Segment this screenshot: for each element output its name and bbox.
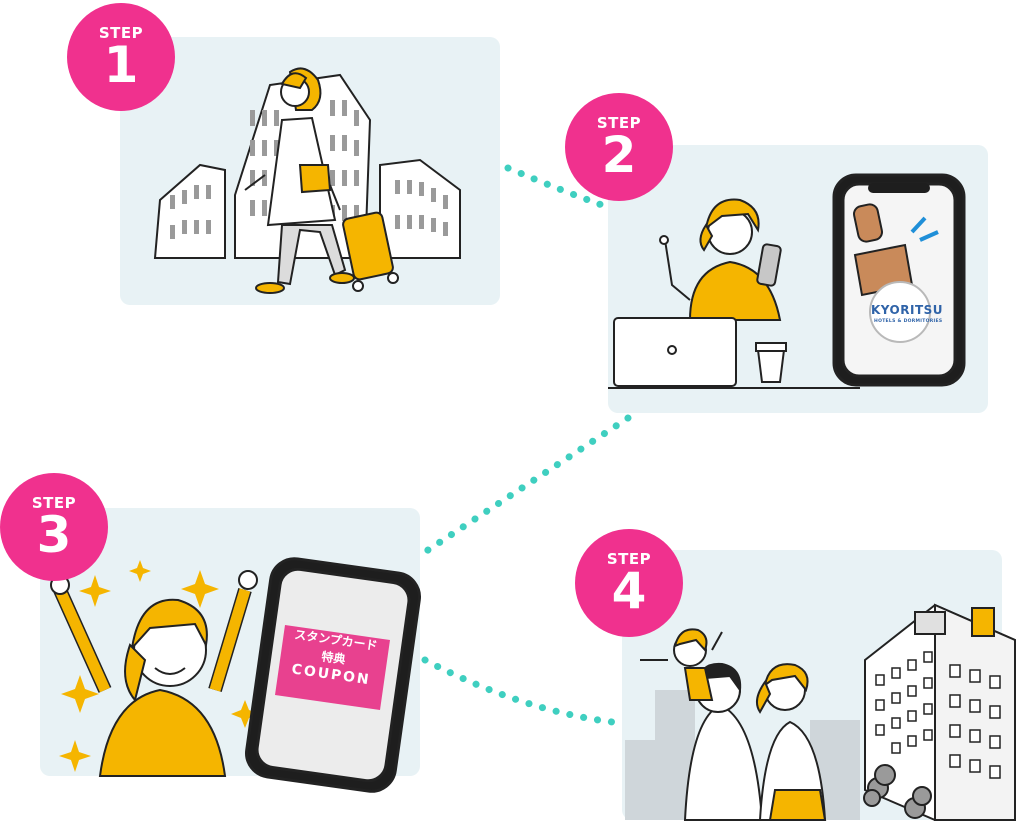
stamp-brand: KYORITSU (871, 303, 944, 317)
stamp-subtitle: HOTELS & DORMITORIES (874, 319, 943, 324)
connector-1-2 (504, 164, 606, 209)
step-2-badge: STEP 2 (565, 93, 673, 201)
step-4-label: STEP (606, 550, 652, 568)
step-3-label: STEP (31, 494, 77, 512)
sparkle-icon (59, 560, 259, 772)
step1-traveler (244, 67, 355, 294)
coffee-cup-icon (755, 342, 787, 383)
connector-3-4 (421, 656, 616, 726)
step4-hotel-windows (875, 651, 1001, 779)
step-3-number: 3 (36, 506, 72, 564)
step-2-label: STEP (596, 114, 642, 132)
stamp-icon (853, 203, 939, 343)
step3-woman (50, 570, 258, 777)
step-2-number: 2 (601, 126, 637, 184)
step-1-badge: STEP 1 (67, 3, 175, 111)
step3-phone (245, 557, 421, 793)
step-4-number: 4 (611, 562, 647, 620)
suitcase-icon (329, 184, 399, 292)
step-3-badge: STEP 3 (0, 473, 108, 581)
laptop-icon (608, 317, 860, 389)
step-1-label: STEP (98, 24, 144, 42)
coupon-ticket: スタンプカード 特典 COUPON (274, 618, 393, 705)
connector-2-3 (421, 414, 632, 556)
step1-windows (170, 100, 448, 239)
step4-family (640, 628, 827, 821)
step-1-number: 1 (103, 36, 139, 94)
step4-trees (863, 764, 932, 819)
step2-woman (659, 198, 782, 321)
step-4-badge: STEP 4 (575, 529, 683, 637)
